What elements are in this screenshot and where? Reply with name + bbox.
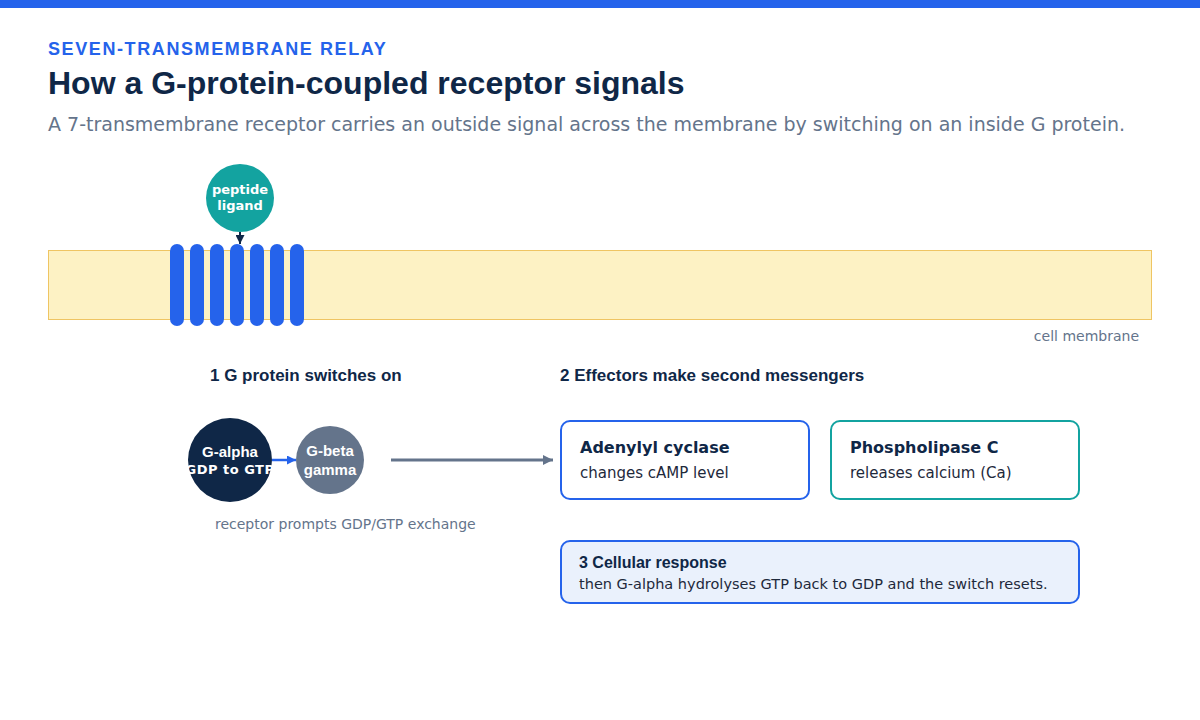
transmembrane-helix (230, 244, 244, 326)
effector-box: Adenylyl cyclase changes cAMP level (560, 420, 810, 500)
text-holder: 3 Cellular response then G-alpha hydrolys… (562, 542, 1078, 602)
circle-outline (296, 426, 364, 494)
text-holder: cell membrane (1034, 327, 1139, 345)
box-heading: 3 Cellular response (579, 553, 1068, 573)
receptor-helices (170, 244, 304, 326)
step-heading: 1 G protein switches on (210, 366, 402, 386)
text-holder: G-alphaGDP to GTP (168, 418, 292, 502)
transmembrane-helix (290, 244, 304, 326)
text-holder: peptide ligand (210, 164, 270, 232)
ligand-circle: peptide ligand (206, 164, 274, 232)
box-heading: Adenylyl cyclase (580, 438, 790, 458)
transmembrane-helix (210, 244, 224, 326)
flow-arrow (239, 232, 241, 244)
g-beta-gamma-circle: G-beta gamma (296, 426, 364, 494)
box-heading: Phospholipase C (850, 438, 1060, 458)
node-label: peptide ligand (210, 182, 270, 214)
node-subtitle: GDP to GTP (185, 461, 274, 478)
node-title: G-beta gamma (298, 441, 362, 479)
response-box: 3 Cellular response then G-alpha hydrolys… (560, 540, 1080, 604)
diagram-subtitle: A 7-transmembrane receptor carries an ou… (48, 113, 1125, 136)
transmembrane-helix (270, 244, 284, 326)
node-title: G-alpha (202, 442, 258, 461)
step-heading: 2 Effectors make second messengers (560, 366, 864, 386)
transmembrane-helix (170, 244, 184, 326)
circle-shape (188, 418, 272, 502)
note-label: receptor prompts GDP/GTP exchange (215, 516, 476, 533)
text-holder: G-beta gamma (298, 426, 362, 494)
box-body: then G-alpha hydrolyses GTP back to GDP … (579, 575, 1068, 594)
transmembrane-helix (250, 244, 264, 326)
box-body: changes cAMP level (580, 464, 790, 483)
circle-shape (206, 164, 274, 232)
text-holder: Adenylyl cyclase changes cAMP level (562, 422, 808, 498)
circle-shape (296, 426, 364, 494)
flow-arrow (391, 459, 553, 462)
membrane-label: cell membrane (1034, 327, 1139, 345)
effector-box: Phospholipase C releases calcium (Ca) (830, 420, 1080, 500)
box-body: releases calcium (Ca) (850, 464, 1060, 483)
diagram-title: How a G-protein-coupled receptor signals (48, 64, 685, 102)
eyebrow-label: SEVEN-TRANSMEMBRANE RELAY (48, 39, 387, 61)
g-alpha-circle: G-alphaGDP to GTP (188, 418, 272, 502)
text-holder: Phospholipase C releases calcium (Ca) (832, 422, 1078, 498)
top-accent-bar (0, 0, 1200, 8)
transmembrane-helix (190, 244, 204, 326)
flow-arrow (272, 459, 296, 462)
membrane-band: cell membrane (48, 250, 1152, 320)
